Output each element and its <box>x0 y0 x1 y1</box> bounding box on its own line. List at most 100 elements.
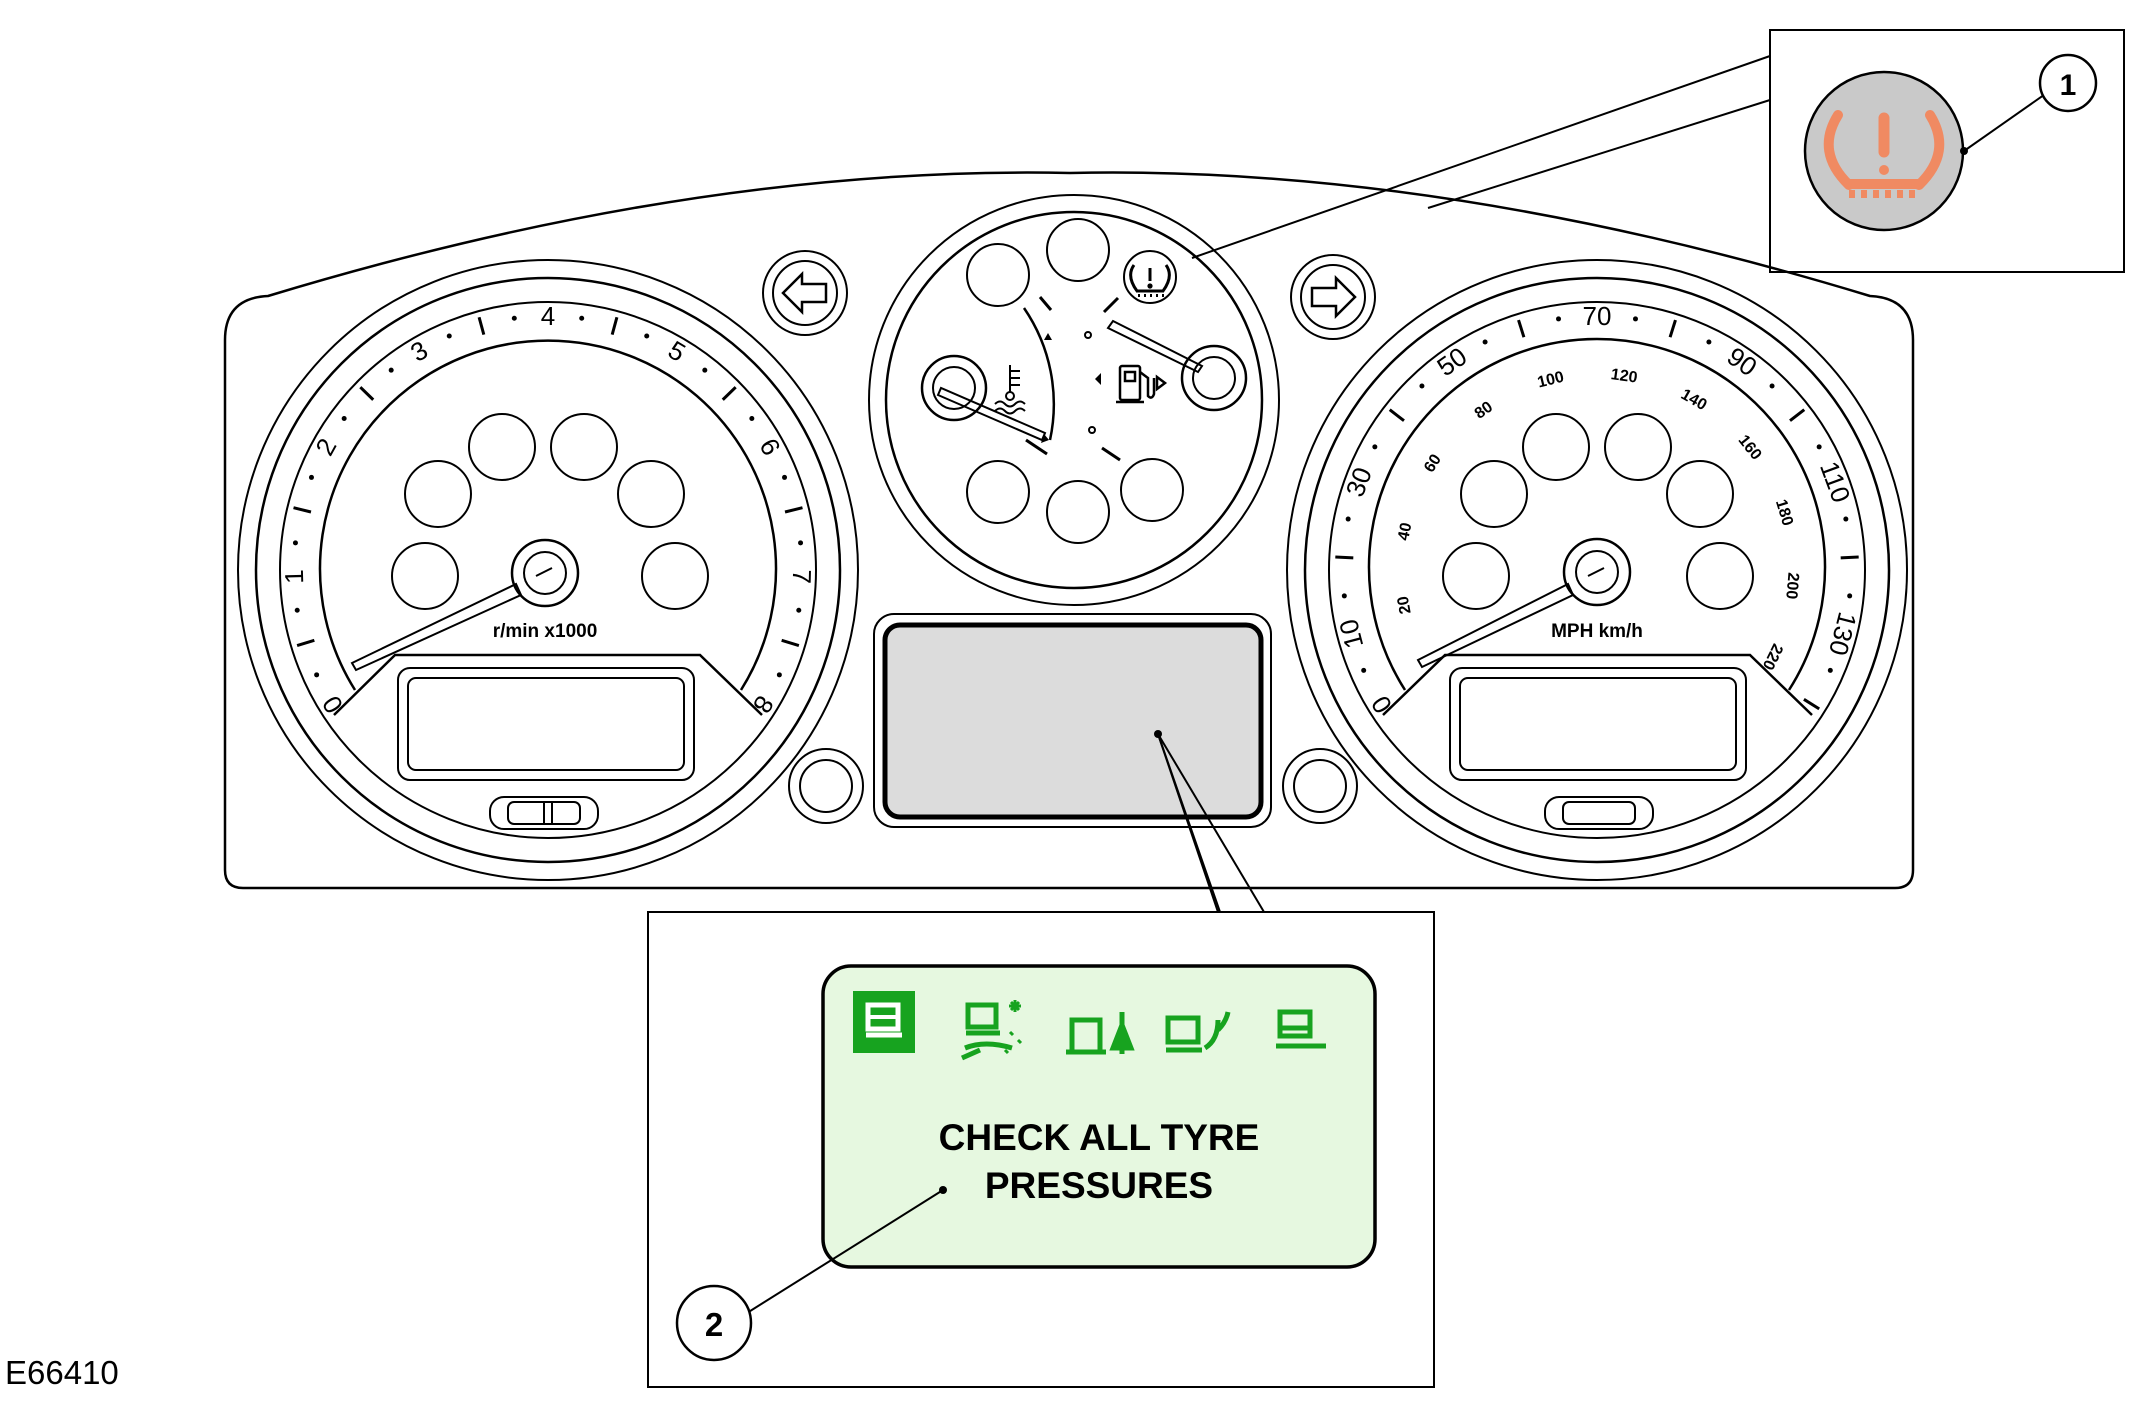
coolant-temperature-icon <box>994 365 1026 415</box>
tachometer-dot <box>314 672 320 678</box>
speedometer-kmh-numeral: 60 <box>1421 451 1445 475</box>
tachometer-numeral: 2 <box>309 433 342 460</box>
tyre-pressure-warning-lamp <box>1803 70 1965 232</box>
tachometer-tick <box>293 506 312 514</box>
snow-grass-gravel-icon <box>960 1000 1023 1061</box>
speedometer-kmh-numeral: 180 <box>1772 498 1796 529</box>
tachometer-tick <box>359 386 375 401</box>
speedometer-dot <box>1632 316 1638 322</box>
tachometer-dot <box>579 315 585 321</box>
speedometer-dot <box>1706 339 1712 345</box>
speedometer-numeral: 130 <box>1823 609 1863 659</box>
tachometer-numeral: 7 <box>787 569 817 584</box>
speedometer-dot <box>1372 444 1378 450</box>
tachometer-numeral: 6 <box>754 433 787 460</box>
speedometer-needle <box>1416 537 1632 669</box>
mud-ruts-icon <box>1066 1012 1135 1055</box>
tachometer-tick <box>296 638 315 647</box>
speedometer-numeral: 90 <box>1722 341 1763 382</box>
tachometer-dot <box>511 315 517 321</box>
callout-2-inset: CHECK ALL TYRE PRESSURES 2 <box>647 730 1435 1388</box>
speedometer-dot <box>1341 593 1347 599</box>
speedometer-dot <box>1827 667 1833 673</box>
tachometer-tick <box>610 316 619 335</box>
central-message-display <box>788 613 1358 828</box>
terrain-vehicle-icon <box>853 991 915 1053</box>
speedometer-tick <box>1388 408 1405 422</box>
speedometer-dot <box>1345 516 1351 522</box>
tachometer-dot <box>749 415 755 421</box>
speedometer-dot <box>1556 316 1562 322</box>
callout-1-label: 1 <box>2060 69 2077 102</box>
speedometer-kmh-numeral: 140 <box>1678 386 1710 414</box>
speedometer-tick <box>1789 408 1806 422</box>
center-gauge <box>868 194 1280 606</box>
speedometer-tick <box>1517 319 1526 338</box>
sand-icon <box>1165 1011 1231 1053</box>
tachometer-dot <box>702 367 708 373</box>
tyre-pressure-warning-icon <box>1823 110 1945 198</box>
tachometer-unit-label: r/min x1000 <box>493 621 598 642</box>
speedometer-kmh-numeral: 160 <box>1735 432 1765 464</box>
tachometer-dot <box>388 367 394 373</box>
tachometer-dot <box>308 474 314 480</box>
tachometer-tick <box>781 638 800 647</box>
fuel-pump-icon <box>1116 364 1168 404</box>
left-turn-arrow-icon <box>781 270 828 316</box>
tachometer-tick <box>784 506 803 514</box>
tachometer-dot <box>446 333 452 339</box>
speedometer-kmh-numeral: 80 <box>1472 398 1496 422</box>
tachometer-dot <box>798 540 804 546</box>
right-turn-indicator <box>1290 254 1376 340</box>
callout-2-label: 2 <box>705 1306 723 1343</box>
left-turn-indicator <box>762 250 848 336</box>
speedometer-kmh-numeral: 200 <box>1782 572 1801 600</box>
speedometer-dot <box>1482 339 1488 345</box>
tachometer-dot <box>294 607 300 613</box>
tachometer-numeral: 5 <box>663 335 691 368</box>
speedometer-tick <box>1668 319 1677 338</box>
figure-code: E66410 <box>5 1354 119 1391</box>
speedometer-ticks <box>1335 316 1859 711</box>
tachometer-tick <box>477 316 486 335</box>
tachometer-tick <box>721 386 737 401</box>
tyre-pressure-warning-lamp-small <box>1123 250 1177 304</box>
tachometer-ticks <box>292 315 804 678</box>
speedometer-numeral: 10 <box>1333 616 1369 652</box>
speedometer-numeral: 50 <box>1431 341 1472 382</box>
speedometer-tick <box>1840 555 1859 560</box>
callout-1-inset: 1 <box>1191 29 2125 273</box>
tachometer-dot <box>796 607 802 613</box>
tachometer-dot <box>341 415 347 421</box>
cluster-housing <box>223 171 1915 890</box>
tachometer-needle <box>350 538 580 672</box>
speedometer-tick <box>1803 698 1820 711</box>
speedometer-kmh-numeral: 20 <box>1395 595 1415 616</box>
message-line-1: CHECK ALL TYRE <box>939 1117 1260 1158</box>
speedometer-dot <box>1843 516 1849 522</box>
speedometer-tick <box>1335 555 1354 560</box>
tachometer-numeral: 3 <box>405 335 433 368</box>
terrain-icons-row <box>853 991 1326 1061</box>
speedometer-dot <box>1419 383 1425 389</box>
tachometer-numeral: 4 <box>541 301 555 331</box>
speedometer-unit-label: MPH km/h <box>1551 621 1643 642</box>
speedometer-numeral: 30 <box>1340 463 1378 501</box>
fuel-needle <box>1106 319 1248 412</box>
speedometer-kmh-numeral: 120 <box>1610 366 1639 387</box>
callout-1-badge <box>2038 53 2098 113</box>
right-turn-arrow-icon <box>1310 274 1357 320</box>
speedometer-kmh-numeral: 100 <box>1536 369 1566 392</box>
speedometer-dot <box>1769 383 1775 389</box>
speedometer-numeral: 110 <box>1814 457 1857 506</box>
tachometer-dot <box>782 474 788 480</box>
rock-crawl-icon <box>1276 1009 1326 1049</box>
tachometer-dot <box>776 672 782 678</box>
temperature-needle <box>920 354 1047 442</box>
speedometer-dot <box>1361 667 1367 673</box>
callout-2-badge <box>675 1284 753 1362</box>
speedometer-dot <box>1847 593 1853 599</box>
speedometer-numeral: 70 <box>1583 301 1612 331</box>
